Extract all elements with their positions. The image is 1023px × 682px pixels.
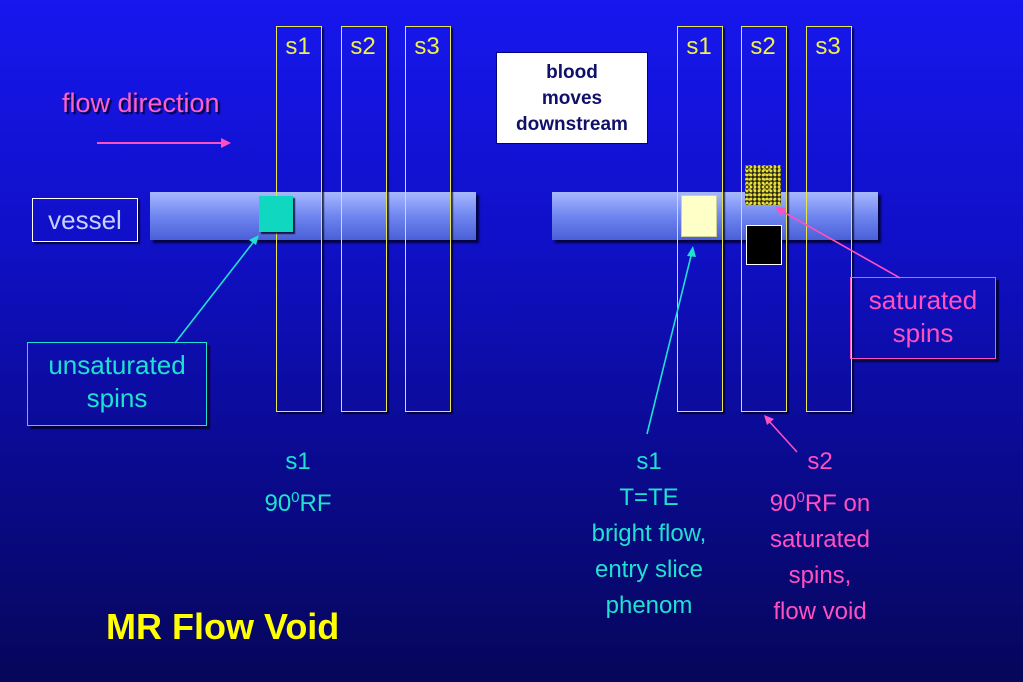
- blood-moves-box: blood moves downstream: [496, 52, 648, 144]
- blood-moves-line3: downstream: [516, 114, 628, 135]
- caption-left: s1 900RF: [238, 444, 358, 522]
- slice-left-s1-label: s1: [285, 33, 311, 60]
- blood-moves-line1: blood: [546, 62, 598, 83]
- slice-right-s1: [677, 26, 723, 412]
- saturated-pointer: [779, 209, 901, 279]
- unsaturated-spins-box: unsaturated spins: [27, 342, 207, 426]
- caption-right-line1: s2: [807, 448, 833, 475]
- caption-middle-line4: entry slice: [594, 556, 704, 583]
- bright-flow-pointer: [646, 251, 693, 435]
- caption-middle: s1 T=TE bright flow, entry slice phenom: [568, 444, 730, 624]
- unsaturated-pointer-head: [249, 235, 259, 245]
- unsaturated-pointer: [174, 239, 256, 344]
- saturated-spins-line1: saturated: [868, 285, 978, 315]
- vessel-label: vessel: [48, 205, 122, 235]
- slice-right-s2-label: s2: [750, 33, 776, 60]
- unsaturated-spins-line2: spins: [86, 383, 148, 413]
- flow-void-pointer: [767, 419, 798, 453]
- slice-left-s3-label: s3: [414, 33, 440, 60]
- slice-right-s1-label: s1: [686, 33, 712, 60]
- caption-right-line4: spins,: [788, 562, 852, 589]
- saturated-pointer-head: [775, 207, 786, 216]
- slice-right-s3-label: s3: [815, 33, 841, 60]
- slice-right-s2: [741, 26, 787, 412]
- slice-left-s2: [341, 26, 387, 412]
- caption-left-line2: 900RF: [264, 489, 332, 517]
- page-title: MR Flow Void: [106, 606, 340, 647]
- slice-right-s3: [806, 26, 852, 412]
- caption-middle-line3: bright flow,: [591, 520, 707, 547]
- unsaturated-spin-block: [259, 196, 293, 232]
- caption-left-line1: s1: [285, 448, 311, 475]
- caption-right-line2: 900RF on: [769, 489, 871, 517]
- bright-flow-pointer-head: [687, 246, 696, 257]
- caption-right-line5: flow void: [773, 598, 867, 625]
- flow-void-pointer-head: [764, 415, 774, 425]
- slice-left-s2-label: s2: [350, 33, 376, 60]
- flow-direction-label: flow direction: [62, 88, 220, 118]
- caption-middle-line2: T=TE: [619, 484, 679, 511]
- caption-right: s2 900RF on saturated spins, flow void: [740, 444, 900, 630]
- vessel-label-box: vessel: [32, 198, 138, 242]
- slice-left-s3: [405, 26, 451, 412]
- caption-middle-line5: phenom: [605, 592, 693, 619]
- saturated-spins-line2: spins: [892, 318, 954, 348]
- flow-direction-arrow: [97, 138, 231, 148]
- caption-right-line3: saturated: [769, 526, 871, 553]
- bright-flow-block: [681, 195, 717, 237]
- saturated-spins-box: saturated spins: [850, 277, 996, 359]
- blood-moves-line2: moves: [541, 88, 603, 109]
- flow-void-block: [746, 225, 782, 265]
- saturated-spin-block: [745, 165, 781, 205]
- vessel-left: [150, 192, 476, 240]
- caption-middle-line1: s1: [636, 448, 662, 475]
- unsaturated-spins-line1: unsaturated: [48, 350, 186, 380]
